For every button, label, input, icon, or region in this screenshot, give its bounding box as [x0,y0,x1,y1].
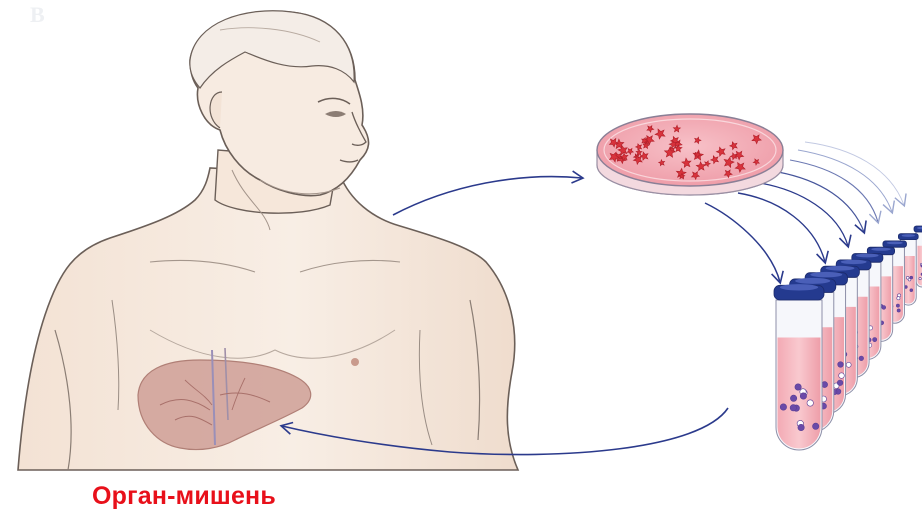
arrow-to-tube-7 [805,142,904,205]
arrow-to-tube-2 [738,193,825,262]
target-organ-caption: Орган-мишень [92,482,276,511]
arrow-to-tube-5 [790,160,878,222]
arrow-to-tube-3 [760,183,848,246]
petri-dish-icon [597,114,783,195]
corner-mark: B [30,2,45,28]
test-tubes-icon [774,226,922,450]
test-tube [774,284,824,450]
arrow-to-dish [393,177,582,215]
arrow-to-tube-4 [778,172,864,232]
patient-illustration [18,11,518,470]
arrow-to-tube-1 [705,203,780,282]
nipple-right [351,358,359,366]
